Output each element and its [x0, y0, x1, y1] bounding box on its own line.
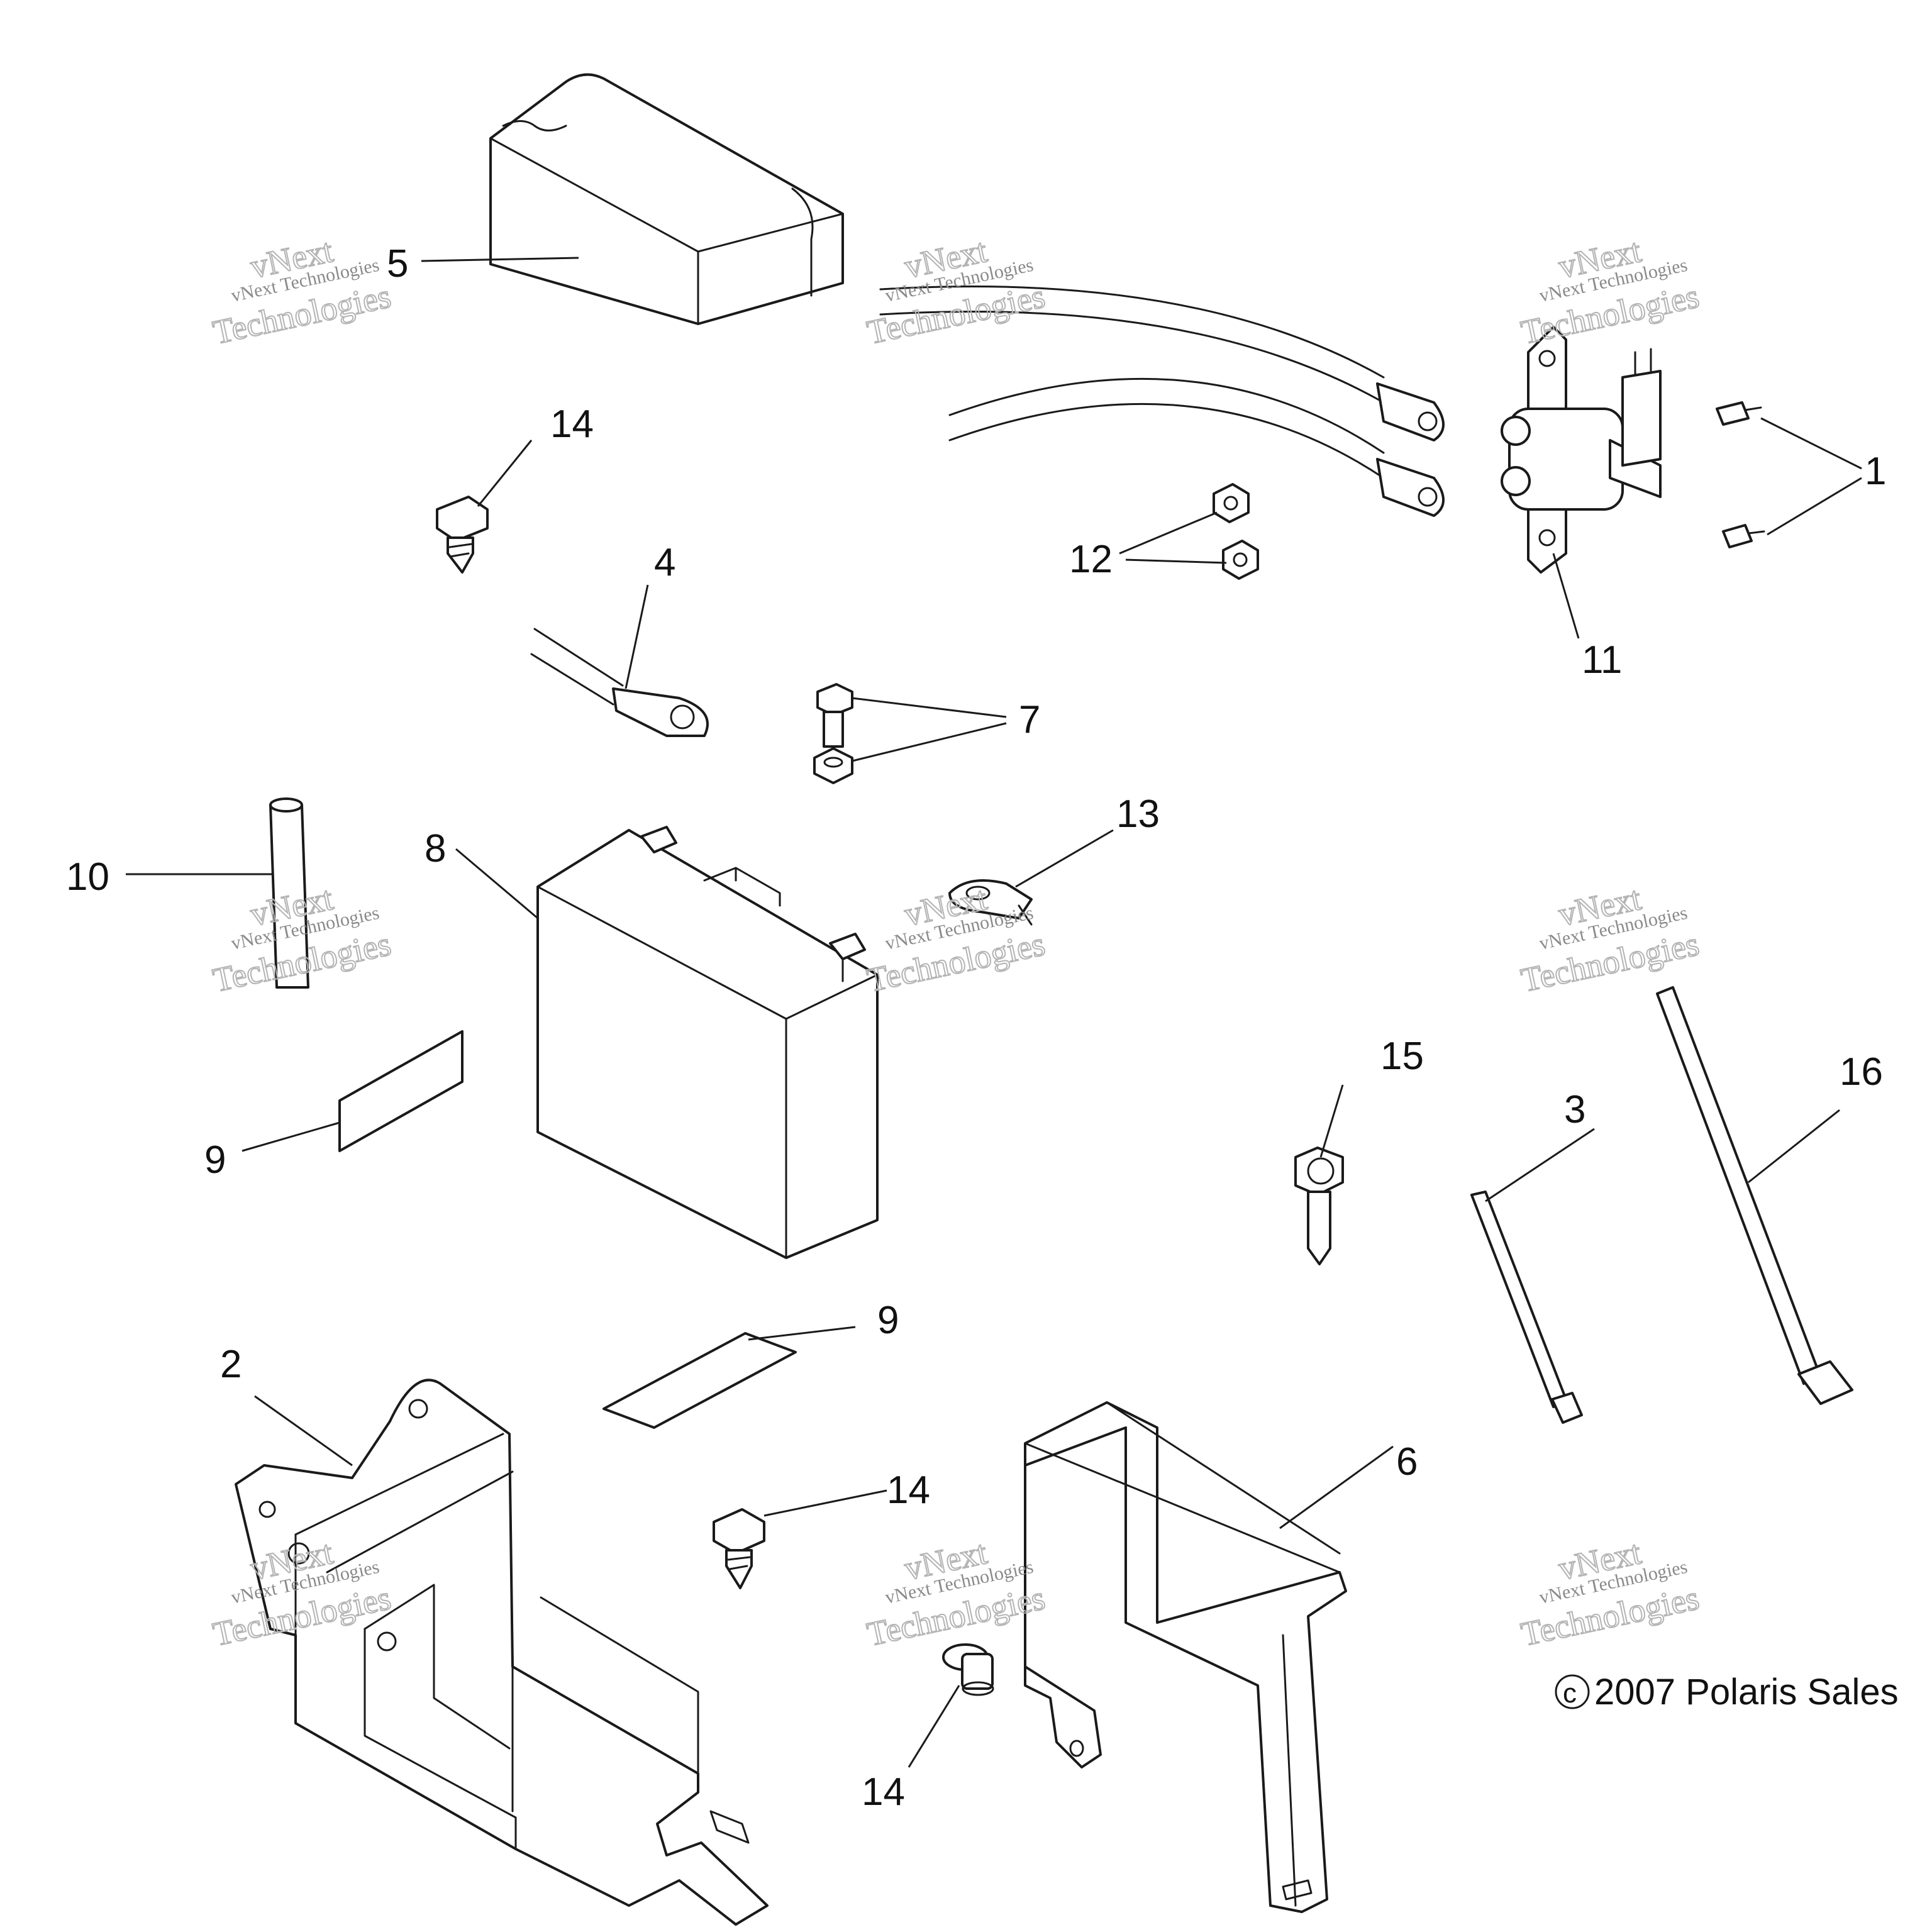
svg-text:c: c — [1563, 1678, 1577, 1709]
watermark-9: vNext vNext Technologies Technologies — [1517, 1533, 1702, 1654]
copyright-icon — [1555, 1674, 1590, 1709]
callout-11: 11 — [1582, 638, 1622, 682]
callout-8: 8 — [425, 827, 446, 870]
leader-lines — [126, 257, 1862, 1768]
part-7-bolt-nut — [813, 683, 853, 784]
watermark-4: vNext vNext Technologies Technologies — [209, 879, 394, 1000]
callout-12: 12 — [1069, 538, 1113, 581]
part-14-bolt-middle — [713, 1508, 765, 1589]
callout-13: 13 — [1116, 792, 1160, 836]
callout-4: 4 — [654, 541, 675, 584]
watermark-6: vNext vNext Technologies Technologies — [1517, 879, 1702, 1000]
part-16-long-strap — [1656, 986, 1853, 1405]
callout-1: 1 — [1865, 450, 1886, 493]
callout-6: 6 — [1396, 1440, 1418, 1484]
part-5-module — [489, 73, 844, 325]
part-1-screws — [1716, 401, 1765, 548]
part-15-push-pin — [1294, 1146, 1344, 1265]
callout-7: 7 — [1019, 698, 1040, 741]
copyright-notice: c 2007 Polaris Sales — [1555, 1672, 1899, 1713]
callout-3: 3 — [1564, 1088, 1585, 1131]
callout-2: 2 — [220, 1343, 242, 1386]
part-14-bolt-top — [436, 496, 489, 574]
callout-16: 16 — [1840, 1050, 1883, 1094]
part-12-nuts — [1213, 483, 1259, 580]
watermark-3: vNext vNext Technologies Technologies — [1517, 231, 1702, 352]
callout-14-bottom: 14 — [862, 1770, 905, 1814]
watermark-2: vNext vNext Technologies Technologies — [863, 231, 1048, 352]
part-13-ring-terminal — [948, 879, 1033, 926]
battery-cables — [879, 286, 1445, 517]
part-9-label-lower — [602, 1332, 797, 1429]
callout-9-lower: 9 — [877, 1299, 899, 1342]
callout-9-upper: 9 — [204, 1138, 226, 1182]
part-9-label-upper — [338, 1030, 464, 1152]
part-4-ground-cable — [530, 628, 709, 737]
watermark-1: vNext vNext Technologies Technologies — [209, 231, 394, 352]
part-14-bolt-bottom — [942, 1643, 994, 1696]
part-2-battery-tray — [235, 1379, 769, 1926]
callout-10: 10 — [66, 855, 109, 899]
copyright-text: 2007 Polaris Sales — [1594, 1672, 1899, 1713]
callout-5: 5 — [387, 242, 408, 286]
part-6-bracket — [1024, 1401, 1347, 1913]
callout-14-top: 14 — [550, 402, 594, 446]
part-3-short-strap — [1470, 1191, 1583, 1424]
callout-15: 15 — [1380, 1035, 1424, 1078]
part-10-vent-tube — [269, 797, 309, 989]
callout-labels: 1 2 3 4 5 6 7 8 9 9 10 11 12 13 14 14 14… — [66, 242, 1886, 1814]
watermark-5: vNext vNext Technologies Technologies — [863, 879, 1048, 1000]
callout-14-middle: 14 — [887, 1468, 930, 1512]
watermark-8: vNext vNext Technologies Technologies — [863, 1533, 1048, 1654]
part-8-battery — [536, 826, 879, 1259]
part-11-solenoid — [1501, 326, 1662, 574]
